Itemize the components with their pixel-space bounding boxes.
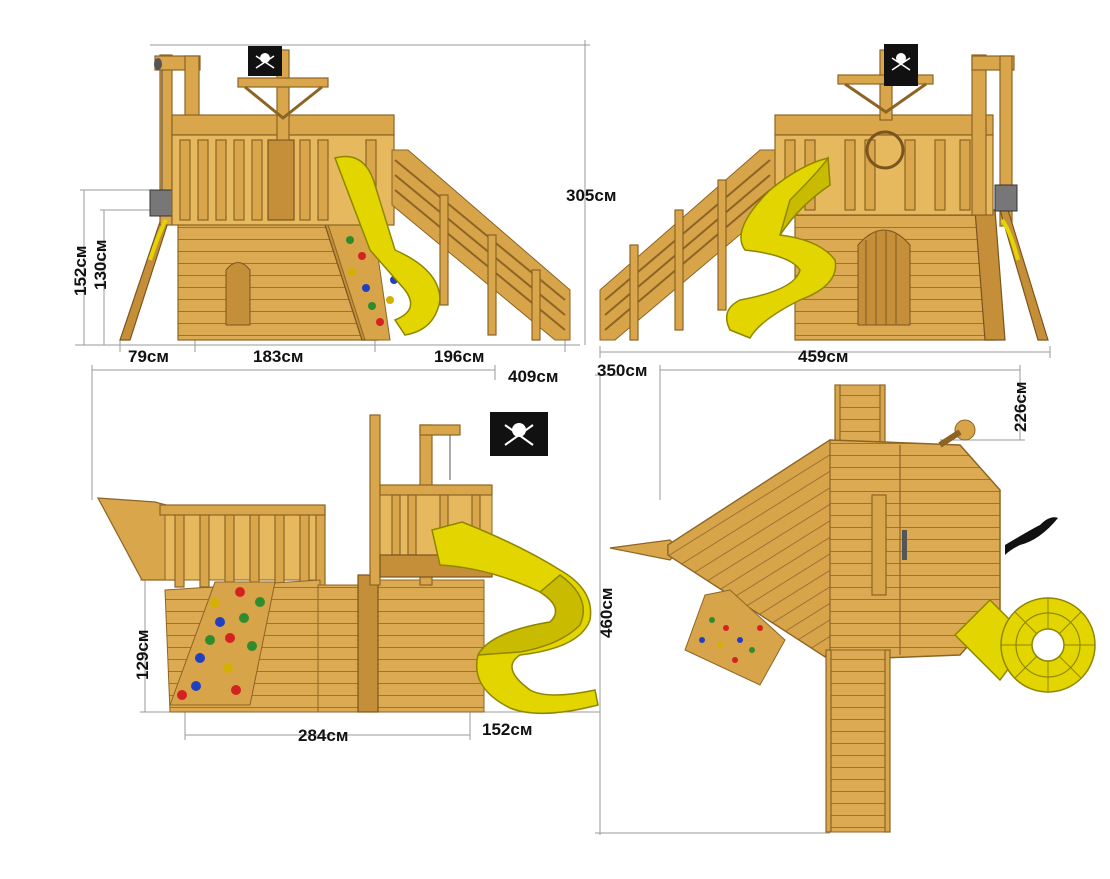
side-length-top-label: 350см xyxy=(597,361,648,380)
front-tower-width-label: 183см xyxy=(253,347,304,366)
top-width-label: 226см xyxy=(1011,381,1030,432)
front-deck-height-outer-label: 152см xyxy=(71,245,90,296)
front-deck-height-inner-label: 130см xyxy=(91,239,110,290)
top-length-label: 460см xyxy=(597,587,616,638)
front-swing-width-label: 79см xyxy=(128,347,169,366)
front-view xyxy=(75,40,590,352)
front-total-length-label: 409см xyxy=(508,367,559,386)
side-base-length-label: 284см xyxy=(298,726,349,745)
pirate-flag-icon xyxy=(248,46,282,76)
pirate-flag-icon xyxy=(884,44,918,86)
back-total-length-label: 459см xyxy=(798,347,849,366)
pirate-flag-icon xyxy=(490,412,548,456)
back-view xyxy=(599,44,1051,358)
top-view xyxy=(595,365,1096,835)
side-view xyxy=(91,365,600,740)
front-overall-height-label: 305см xyxy=(566,186,617,205)
side-slide-length-label: 152см xyxy=(482,720,533,739)
front-ramp-length-label: 196см xyxy=(434,347,485,366)
side-deck-height-label: 129см xyxy=(133,629,152,680)
